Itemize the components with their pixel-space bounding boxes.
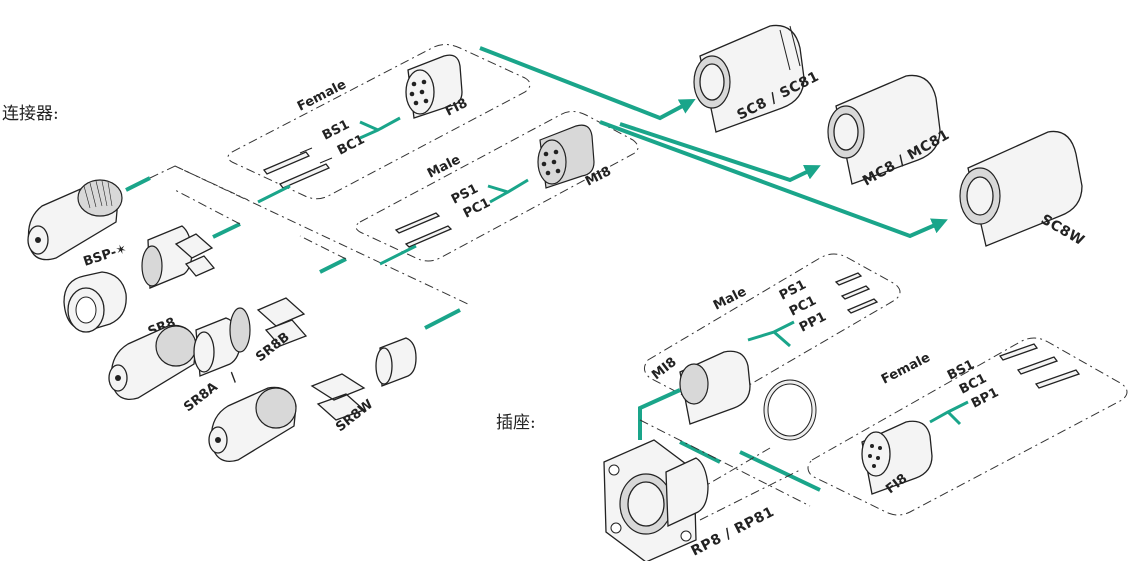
socket-male-contacts-icon [834, 272, 879, 314]
connector-female-insert-icon [405, 54, 463, 119]
socket-male-group: Male PS1 PC1 PP1 MI8 [644, 253, 901, 425]
socket-clip-ring-icon [763, 379, 817, 441]
connector-section-label: 连接器: [2, 104, 59, 124]
assembly-sc8-icon [693, 24, 805, 133]
connector-female-group: Female BS1 BC1 FI8 [227, 44, 531, 200]
assembly-mc8-icon [827, 74, 941, 185]
receptacle-rp8-icon [603, 439, 709, 561]
assembly-sc8w-icon [959, 130, 1083, 247]
socket-section-label: 插座: [496, 413, 536, 433]
receptacle-label: RP8 / RP81 [689, 504, 777, 560]
connector-assembly-lines [125, 46, 948, 330]
shell-sr8a-sr8b-icon [108, 297, 308, 401]
socket-male-insert-icon [679, 350, 751, 425]
socket-female-contacts-icon [998, 343, 1081, 389]
connector-male-contacts-icon [394, 212, 453, 248]
socket-assembly-lines [638, 388, 821, 521]
connector-female-contacts-icon [262, 147, 333, 189]
backshell-bsp-icon [27, 179, 123, 261]
socket-female-group: Female BS1 BC1 BP1 FI8 [807, 337, 1128, 516]
shell-sr8a-label: SR8A [181, 380, 221, 416]
connector-male-insert-icon [537, 124, 595, 189]
assembly-sc8w-label: SC8W [1038, 212, 1087, 250]
shell-sr8w-icon [208, 337, 417, 463]
socket-female-title: Female [879, 350, 933, 387]
socket-female-insert-icon [861, 420, 933, 495]
backshell-label: BSP-✶ [82, 242, 129, 270]
shell-slash: / [227, 370, 240, 385]
connector-male-group: Male PS1 PC1 MI8 [355, 111, 639, 262]
shell-sr8-parts-icon [63, 225, 216, 333]
